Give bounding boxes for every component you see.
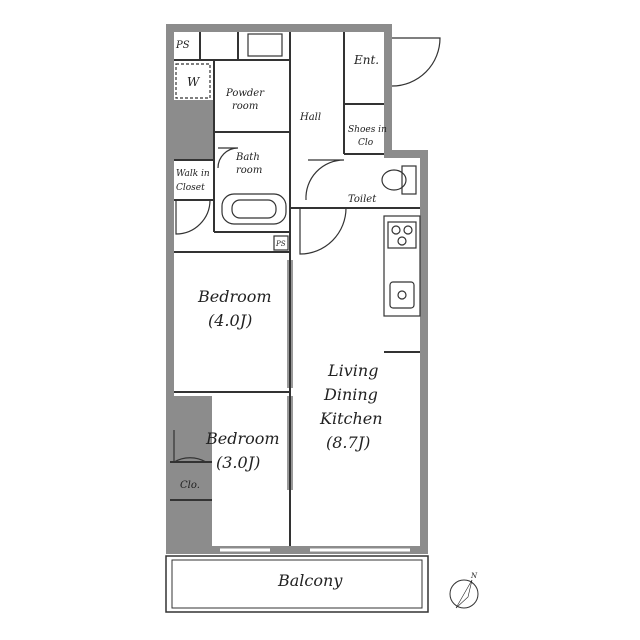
kitchen-counter <box>383 215 421 317</box>
wall-bottom <box>166 546 428 554</box>
wall-right-upper <box>384 24 392 150</box>
label-ldk-size: (8.7J) <box>326 433 370 452</box>
label-ldk-2: Dining <box>323 385 378 404</box>
label-walk-in-1: Walk in <box>176 169 210 179</box>
sliding-doors <box>287 260 293 490</box>
wall-right-step <box>384 150 428 158</box>
fixtures <box>175 33 421 317</box>
wall-right <box>420 150 428 554</box>
label-powder-room-2: room <box>232 101 258 112</box>
label-ldk-1: Living <box>327 361 378 380</box>
balcony-outline <box>165 555 429 613</box>
label-bath-1: Bath <box>235 152 260 163</box>
balcony-rail <box>171 559 423 609</box>
washer-box <box>175 63 211 99</box>
label-closet: Clo. <box>180 480 200 491</box>
toilet-bowl <box>381 169 407 191</box>
label-bedroom-1-size: (4.0J) <box>208 311 252 330</box>
label-entrance: Ent. <box>353 53 379 67</box>
kitchen-sink <box>389 281 415 309</box>
bathtub-inner <box>231 199 277 219</box>
label-hall: Hall <box>299 112 321 123</box>
bathtub <box>221 193 287 225</box>
label-bedroom-2: Bedroom <box>205 429 280 448</box>
doors <box>173 37 441 464</box>
toilet-tank <box>401 165 417 195</box>
compass-ring <box>449 579 479 609</box>
label-bedroom-1: Bedroom <box>197 287 272 306</box>
label-powder-room-1: Powder <box>225 88 265 99</box>
ps-box-small <box>273 235 289 251</box>
label-ps-small: PS <box>275 240 286 248</box>
sink-powder <box>247 33 283 57</box>
wall-left-thick-mid <box>166 100 214 160</box>
label-ps-top: PS <box>175 40 190 51</box>
label-walk-in-2: Closet <box>176 183 205 193</box>
compass: N <box>449 572 479 609</box>
label-shoes-closet-1: Shoes in <box>348 125 387 135</box>
label-ldk-3: Kitchen <box>319 409 383 428</box>
wall-left <box>166 24 174 554</box>
partitions <box>170 32 420 546</box>
walls <box>166 24 428 554</box>
stove <box>387 221 417 249</box>
label-bedroom-2-size: (3.0J) <box>216 453 260 472</box>
label-bath-2: room <box>236 165 262 176</box>
label-balcony: Balcony <box>277 571 343 590</box>
label-washer: W <box>187 75 201 89</box>
wall-left-thick-lower <box>166 396 212 554</box>
wall-top <box>166 24 392 32</box>
compass-north-label: N <box>470 572 478 580</box>
label-shoes-closet-2: Clo <box>358 138 374 148</box>
label-toilet: Toilet <box>348 194 377 205</box>
